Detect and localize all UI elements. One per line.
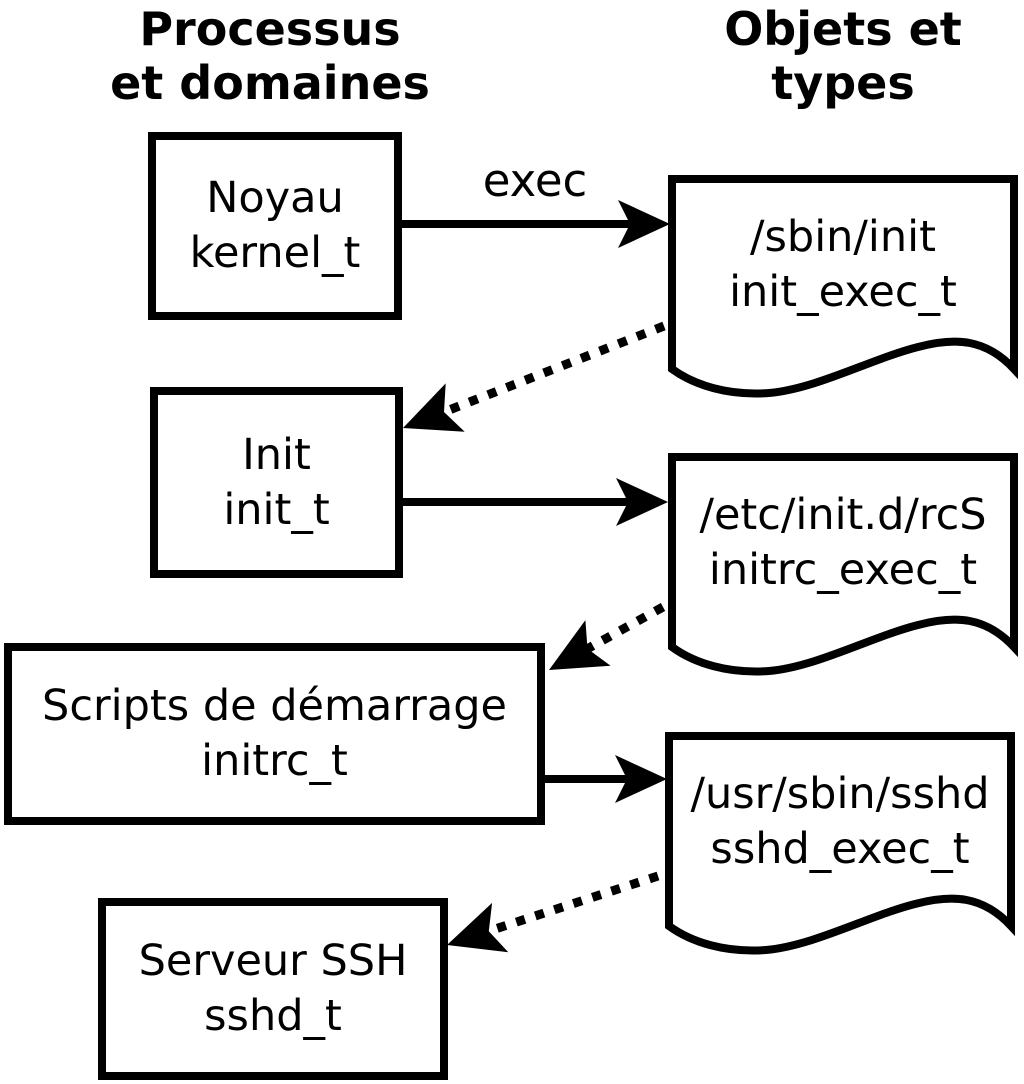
process-box-init: Init init_t xyxy=(150,387,403,578)
dotted-arrow-init-exec-to-init xyxy=(403,321,666,432)
column-header-processes: Processus et domaines xyxy=(40,2,500,110)
process-name: Scripts de démarrage xyxy=(42,681,507,731)
arrowhead-icon xyxy=(615,755,667,803)
solid-arrow-initrc-to-sshd-exec xyxy=(545,755,667,803)
object-type: sshd_exec_t xyxy=(710,823,970,874)
process-domain: kernel_t xyxy=(189,228,361,278)
solid-arrow-kernel-to-init-exec xyxy=(402,200,670,248)
document-outline xyxy=(668,453,1018,676)
exec-arrow-label: exec xyxy=(482,154,588,207)
dotted-arrow-sshd-exec-to-sshd xyxy=(447,871,660,953)
arrowhead-icon xyxy=(447,902,509,953)
process-name: Init xyxy=(242,429,311,480)
process-domain: sshd_t xyxy=(204,991,342,1041)
object-path: /sbin/init xyxy=(750,211,936,262)
object-type: initrc_exec_t xyxy=(708,544,978,595)
column-header-processes-line2: et domaines xyxy=(110,56,430,110)
object-doc-init-exec-label: /sbin/init init_exec_t xyxy=(670,177,1016,352)
process-name: Noyau xyxy=(206,173,344,223)
process-box-sshd: Serveur SSH sshd_t xyxy=(98,898,448,1080)
process-domain: init_t xyxy=(223,484,330,535)
object-doc-sshd-exec-shape xyxy=(665,732,1015,955)
dotted-arrow-initrc-exec-to-initrc xyxy=(549,603,666,670)
object-doc-sshd-exec-label: /usr/sbin/sshd sshd_exec_t xyxy=(667,734,1013,909)
column-header-objects-line2: types xyxy=(771,56,915,110)
object-path: /etc/init.d/rcS xyxy=(699,489,987,540)
document-outline xyxy=(668,175,1018,398)
arrowhead-icon xyxy=(403,383,465,432)
object-type: init_exec_t xyxy=(729,266,957,317)
document-outline xyxy=(665,732,1015,955)
arrowhead-icon xyxy=(616,478,668,526)
arrowhead-icon xyxy=(549,620,611,670)
object-doc-initrc-exec-label: /etc/init.d/rcS initrc_exec_t xyxy=(670,455,1016,630)
column-header-processes-line1: Processus xyxy=(139,2,401,56)
process-name: Serveur SSH xyxy=(138,936,408,986)
process-box-initrc: Scripts de démarrage initrc_t xyxy=(4,643,545,825)
column-header-objects: Objets et types xyxy=(613,2,1024,110)
arrowhead-icon xyxy=(618,200,670,248)
object-doc-init-exec-shape xyxy=(668,175,1018,398)
process-domain: initrc_t xyxy=(201,736,348,786)
object-path: /usr/sbin/sshd xyxy=(690,768,990,819)
column-header-objects-line1: Objets et xyxy=(724,2,962,56)
process-box-kernel: Noyau kernel_t xyxy=(148,132,402,320)
solid-arrow-init-to-initrc-exec xyxy=(403,478,668,526)
object-doc-initrc-exec-shape xyxy=(668,453,1018,676)
